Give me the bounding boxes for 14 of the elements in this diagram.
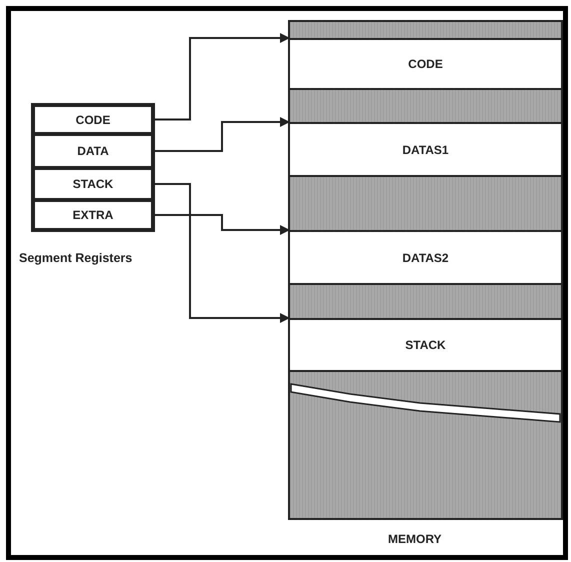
arrow <box>153 183 290 323</box>
panel-heading: Segment Registers <box>19 251 132 265</box>
memory-segment: CODE <box>290 38 561 90</box>
register-row: STACK <box>33 168 153 200</box>
arrow <box>153 214 290 235</box>
memory-segment: DATAS2 <box>290 230 561 285</box>
register-row: DATA <box>33 134 153 168</box>
register-row: CODE <box>33 105 153 134</box>
memory-segment: DATAS1 <box>290 122 561 177</box>
memory-heading: MEMORY <box>388 532 442 546</box>
arrow <box>153 33 290 120</box>
memory-segment: STACK <box>290 318 561 372</box>
register-row: EXTRA <box>33 200 153 230</box>
arrow <box>153 117 290 152</box>
